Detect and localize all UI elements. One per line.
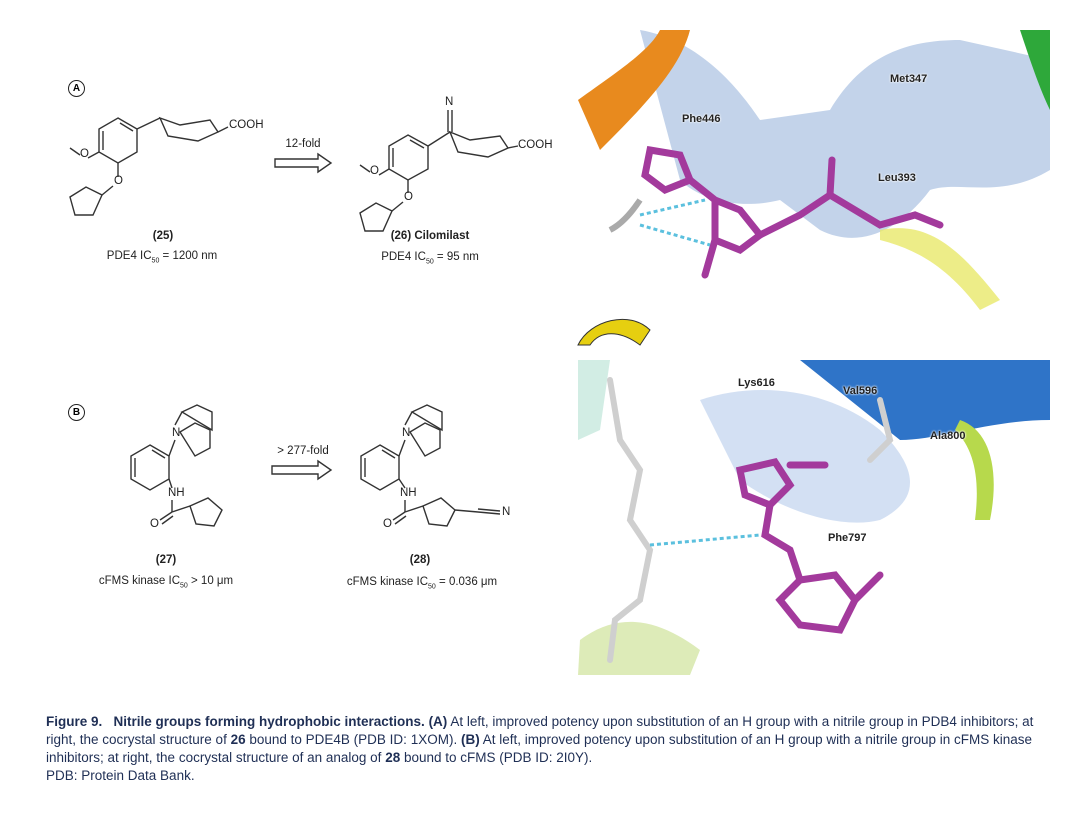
residue-label-phe446: Phe446: [682, 113, 721, 125]
arrow-a-label: 12-fold: [285, 138, 321, 150]
compound-25-o1: O: [80, 148, 89, 160]
compound-26-cooh: COOH: [518, 139, 553, 151]
residue-label-ala800: Ala800: [930, 430, 966, 442]
compound-27-structure: [130, 404, 223, 527]
compound-26-o2: O: [404, 191, 413, 203]
compound-26-id: (26) Cilomilast: [390, 230, 470, 242]
compound-28-n: N: [402, 427, 411, 439]
compound-25-id: (25): [152, 230, 174, 242]
compound-27-o: O: [150, 518, 159, 530]
residue-label-leu393: Leu393: [878, 172, 916, 184]
caption-figure-label: Figure 9.: [46, 714, 103, 729]
compound-26-activity: PDE4 IC50 = 95 nm: [381, 251, 479, 266]
compound-27-activity: cFMS kinase IC50 > 10 μm: [98, 575, 234, 590]
compound-27-nh: NH: [168, 487, 185, 499]
cocrystal-image-a: [577, 30, 1050, 346]
caption-a-text: At left, improved potency upon substitut…: [46, 714, 1034, 747]
compound-25-activity: PDE4 IC50 = 1200 nm: [106, 250, 218, 265]
caption-b-text: At left, improved potency upon substitut…: [46, 732, 1032, 765]
caption-footnote: PDB: Protein Data Bank.: [46, 768, 195, 783]
compound-27-id: (27): [155, 554, 177, 566]
arrow-b-label: > 277-fold: [277, 445, 329, 457]
caption-a-label: (A): [428, 714, 448, 729]
panel-a-label: A: [68, 80, 85, 97]
compound-28-nh: NH: [400, 487, 417, 499]
caption-a-compound: 26: [230, 732, 246, 747]
compound-25-o2: O: [114, 175, 123, 187]
chemical-structures: [69, 30, 1050, 675]
arrow-a: [274, 152, 333, 174]
caption-b-text-2: bound to cFMS (PDB ID: 2I0Y).: [400, 750, 593, 765]
compound-28-nitrile-n: N: [502, 506, 511, 518]
caption-b-label: (B): [460, 732, 480, 747]
caption-b-compound: 28: [385, 750, 401, 765]
compound-28-structure: [360, 404, 501, 527]
compound-26-structure: [359, 110, 519, 232]
compound-25-structure: [69, 116, 229, 216]
compound-27-n: N: [172, 427, 181, 439]
compound-25-cooh: COOH: [229, 119, 264, 131]
compound-28-id: (28): [409, 554, 431, 566]
caption-title: Nitrile groups forming hydrophobic inter…: [113, 714, 425, 729]
arrow-b: [271, 459, 333, 481]
compound-26-o1: O: [370, 165, 379, 177]
residue-label-lys616: Lys616: [738, 377, 775, 389]
caption-a-text-2: bound to PDE4B (PDB ID: 1XOM).: [245, 732, 461, 747]
residue-label-met347: Met347: [890, 73, 928, 85]
residue-label-val596: Val596: [843, 385, 878, 397]
figure-caption: Figure 9. Nitrile groups forming hydroph…: [46, 713, 1046, 785]
caption-body: Figure 9. Nitrile groups forming hydroph…: [46, 713, 1046, 767]
compound-26-n: N: [445, 96, 454, 108]
residue-label-phe797: Phe797: [828, 532, 867, 544]
compound-28-o: O: [383, 518, 392, 530]
compound-28-activity: cFMS kinase IC50 = 0.036 μm: [346, 576, 498, 591]
panel-b-label: B: [68, 404, 85, 421]
cocrystal-image-b: [578, 360, 1050, 675]
